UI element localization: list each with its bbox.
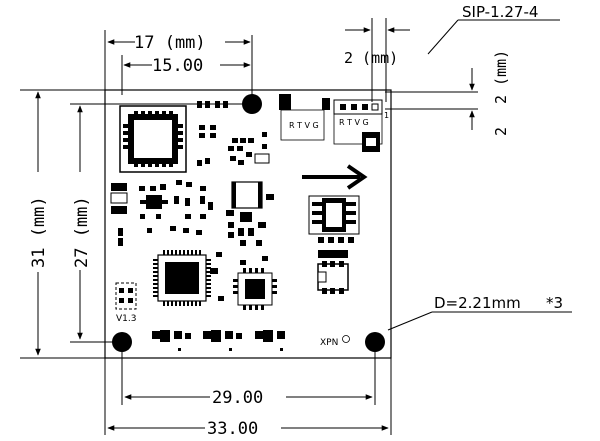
sip-pin-labels: R T V G: [339, 118, 369, 127]
pin-one-mark: 1: [384, 111, 389, 120]
header-left-pin-labels: R T V G: [289, 121, 319, 130]
chip-middle: [226, 181, 274, 246]
resistor-left: [110, 192, 128, 204]
direction-arrow: [302, 164, 368, 190]
bottom-passives: [152, 330, 285, 351]
crystal-left: [115, 282, 137, 310]
hole-count-label: *3: [546, 294, 563, 312]
components-middle-left: [111, 180, 213, 246]
mounting-hole-bottom-right: [365, 332, 385, 352]
dim-width-29-label: 29.00: [212, 388, 263, 408]
sip-callout: SIP-1.27-4: [345, 3, 560, 102]
chip-right-upper: [308, 195, 360, 243]
dim-width-17-label: 17 (mm): [134, 33, 206, 53]
dimension-width-29: 29.00: [121, 350, 376, 408]
dimension-width-15: 15.00: [121, 55, 251, 95]
sip-connector: R T V G 1: [333, 99, 389, 152]
registered-mark-icon: [342, 335, 350, 343]
dim-height-31-label: 31 (mm): [29, 196, 49, 268]
brand-label: XPN: [320, 338, 338, 348]
hole-diameter-label: D=2.21mm: [434, 294, 521, 312]
sip-callout-label: SIP-1.27-4: [462, 3, 538, 21]
small-ic-mid: [254, 153, 270, 164]
dim-width-33-label: 33.00: [207, 419, 258, 439]
chip-top-left: [119, 105, 187, 173]
main-qfp-chip: [153, 250, 224, 306]
dim-pitch-2-side-value: 2: [492, 127, 510, 136]
hole-callout: D=2.21mm *3: [387, 294, 572, 331]
dimension-pitch-2-side: 2 (mm): [385, 50, 510, 130]
dim-width-15-label: 15.00: [152, 56, 203, 76]
small-qfn-chip: [233, 256, 277, 310]
dimension-height-31: 31 (mm): [20, 89, 105, 359]
dim-pitch-2-top-label: 2 (mm): [344, 49, 398, 67]
board-version: V1.3: [116, 314, 136, 324]
header-left: R T V G: [279, 94, 330, 141]
components-right-lower: [317, 250, 349, 294]
dimension-width-17: 17 (mm): [104, 30, 253, 95]
dimension-width-33: 33.00: [104, 358, 392, 439]
pcb-board: R T V G R T V G 1: [104, 89, 392, 359]
dimension-height-27: 27 (mm): [70, 103, 252, 343]
dim-pitch-2-side-top: 2 (mm): [492, 50, 510, 104]
dim-height-27-label: 27 (mm): [72, 196, 92, 268]
